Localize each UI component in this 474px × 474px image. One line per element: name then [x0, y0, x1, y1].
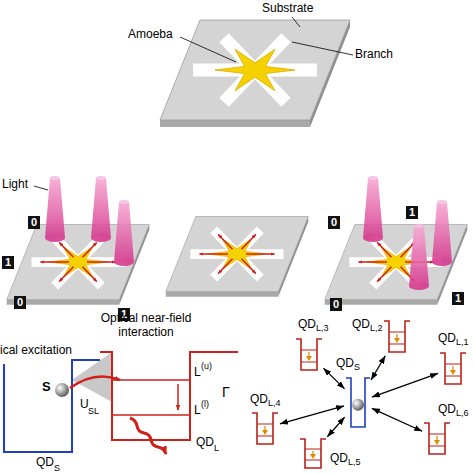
well-symbol	[296, 336, 322, 372]
callout-number: 1	[452, 292, 464, 305]
excitation-label: ical excitation	[0, 344, 72, 358]
quantum-dot-source: QDS	[346, 375, 370, 429]
dot-name: QD	[330, 451, 348, 465]
dot-index: L,1	[456, 337, 469, 347]
dot-label: QDL,2	[352, 318, 383, 334]
part-name: Substrate	[262, 2, 313, 16]
dot-name: QD	[438, 331, 456, 345]
level-label: L	[194, 366, 201, 380]
dot-label: QD	[196, 436, 214, 450]
dot-index: L,6	[456, 408, 469, 418]
subscript: S	[54, 463, 60, 473]
level-label: L	[194, 404, 201, 418]
dot-label: QDL,6	[438, 403, 469, 419]
dot-index: L,4	[268, 398, 281, 408]
well-symbol	[384, 318, 410, 354]
coupling-arrow	[371, 356, 385, 380]
subscript: L	[214, 443, 219, 453]
dot-label: QDS	[336, 357, 360, 373]
dot-index: S	[354, 362, 360, 372]
callout-number: 0	[14, 296, 26, 309]
dot-name: QD	[336, 356, 354, 370]
decay-symbol: Γ	[222, 384, 230, 400]
subscript: SL	[88, 406, 99, 416]
dot-label: QDL,5	[330, 452, 361, 468]
quantum-dot-well: QDL,1	[440, 350, 466, 386]
coupling-arrow	[372, 408, 422, 431]
dot-name: QD	[250, 392, 268, 406]
quantum-dot-well: QDL,3	[296, 336, 322, 372]
dot-label: QDL,3	[298, 318, 329, 334]
coupling-arrow	[327, 417, 344, 437]
dot-name: QD	[298, 317, 316, 331]
coupling-symbol: U	[80, 398, 89, 412]
callout-number: 0	[28, 216, 40, 229]
dot-name: QD	[438, 402, 456, 416]
callout-number: 0	[330, 298, 342, 311]
quantum-dot-well: QDL,2	[384, 318, 410, 354]
part-name: Light	[2, 178, 28, 192]
state-label: S	[42, 380, 51, 395]
dot-name: QD	[352, 317, 370, 331]
dot-label: QDL,1	[438, 332, 469, 348]
superscript: (l)	[201, 399, 209, 409]
callout-number: 1	[2, 256, 14, 269]
superscript: (u)	[201, 361, 212, 371]
well-symbol	[252, 410, 278, 446]
quantum-dot-well: QDL,5	[300, 436, 326, 470]
well-symbol	[424, 420, 450, 456]
callout-number: 1	[406, 206, 418, 219]
coupling-arrow	[323, 368, 344, 389]
dot-index: L,5	[348, 457, 361, 467]
dot-label: QD	[36, 456, 54, 470]
coupling-arrow	[280, 406, 344, 424]
well-symbol	[440, 350, 466, 386]
callout-number: 0	[328, 216, 340, 229]
interaction-label: Optical near-field interaction	[90, 312, 202, 340]
coupling-arrow	[372, 373, 438, 397]
part-name: Amoeba	[128, 28, 173, 42]
well-symbol	[300, 436, 326, 470]
well-symbol	[346, 375, 370, 429]
dot-label: QDL,4	[250, 393, 281, 409]
quantum-dot-well: QDL,4	[252, 410, 278, 446]
dot-index: L,2	[370, 323, 383, 333]
quantum-dot-well: QDL,6	[424, 420, 450, 456]
part-name: Branch	[355, 48, 393, 62]
dot-index: L,3	[316, 323, 329, 333]
